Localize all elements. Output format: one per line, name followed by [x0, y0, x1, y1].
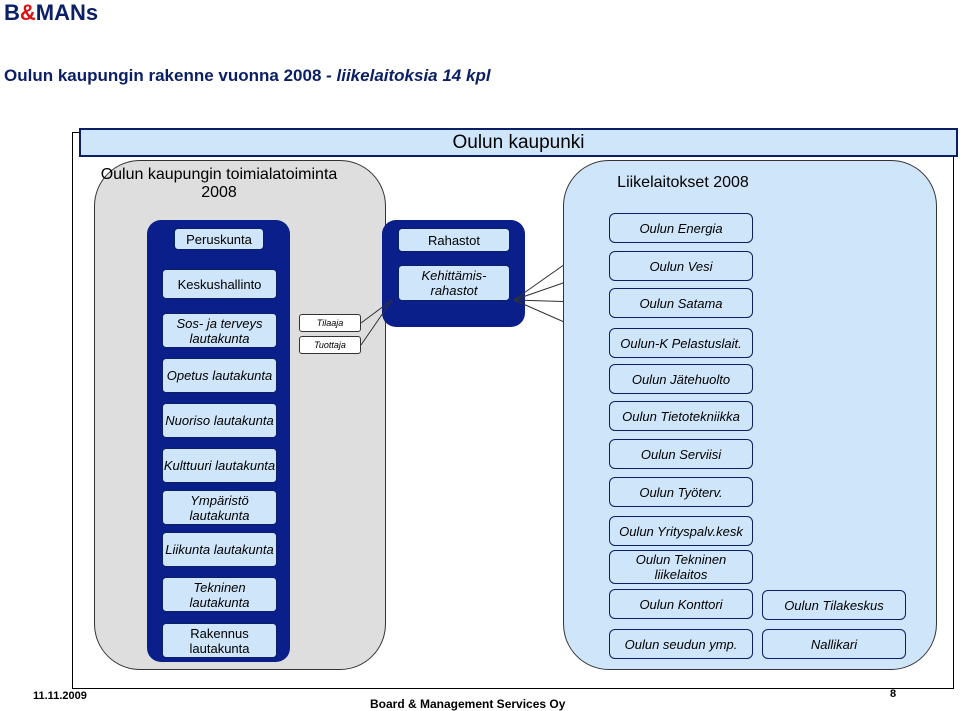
- ymparisto-box: Ympäristö lautakunta: [162, 490, 277, 525]
- oulun-kaupunki-header: Oulun kaupunki: [79, 128, 958, 157]
- page-number: 8: [890, 688, 897, 700]
- konttori-box: Oulun Konttori: [609, 589, 753, 619]
- seudun-ymparisto-box: Oulun seudun ymp.: [609, 629, 753, 659]
- oulun-satama-box: Oulun Satama: [609, 288, 753, 318]
- peruskunta-box: Peruskunta: [174, 228, 264, 250]
- liikelaitokset-title: Liikelaitokset 2008: [617, 174, 749, 191]
- kulttuuri-box: Kulttuuri lautakunta: [162, 448, 277, 483]
- toimiala-title: Oulun kaupungin toimialatoiminta 2008: [100, 166, 338, 201]
- page-title-emphasis: liikelaitoksia 14 kpl: [336, 66, 491, 85]
- footer-date: 11.11.2009: [33, 690, 87, 702]
- yrityspalvelu-box: Oulun Yrityspalv.kesk: [609, 516, 753, 546]
- tuottaja-box: Tuottaja: [299, 336, 361, 354]
- serviisi-box: Oulun Serviisi: [609, 439, 753, 469]
- page-title-main: Oulun kaupungin rakenne vuonna 2008: [4, 66, 322, 85]
- oulun-vesi-box: Oulun Vesi: [609, 251, 753, 281]
- nuoriso-box: Nuoriso lautakunta: [162, 403, 277, 438]
- pelastuslaitos-box: Oulun-K Pelastuslait.: [609, 328, 753, 358]
- tekninen-box: Tekninen lautakunta: [162, 577, 277, 612]
- liikunta-box: Liikunta lautakunta: [162, 532, 277, 567]
- nallikari-box: Nallikari: [762, 629, 906, 659]
- logo-b: B: [4, 0, 20, 25]
- sos-terveys-box: Sos- ja terveys lautakunta: [162, 313, 277, 348]
- rakennus-box: Rakennus lautakunta: [162, 623, 277, 658]
- oulun-energia-box: Oulun Energia: [609, 213, 753, 243]
- jatehuolto-box: Oulun Jätehuolto: [609, 364, 753, 394]
- keskushallinto-box: Keskushallinto: [162, 269, 277, 299]
- tyoterveys-box: Oulun Työterv.: [609, 477, 753, 507]
- tietotekniikka-box: Oulun Tietotekniikka: [609, 401, 753, 431]
- footer-org: Board & Management Services Oy: [370, 697, 566, 711]
- page-title: Oulun kaupungin rakenne vuonna 2008 - li…: [4, 66, 491, 86]
- kehittamisrahastot-box: Kehittämis-rahastot: [398, 265, 510, 301]
- logo-rest: MANs: [35, 0, 99, 25]
- tilakeskus-box: Oulun Tilakeskus: [762, 590, 906, 620]
- logo: B&MANs: [4, 0, 98, 26]
- page-title-sep: -: [321, 66, 337, 85]
- tilaaja-box: Tilaaja: [299, 314, 361, 332]
- opetus-box: Opetus lautakunta: [162, 358, 277, 393]
- rahastot-box: Rahastot: [398, 228, 510, 252]
- logo-amp: &: [19, 0, 36, 25]
- tekninen-liikelaitos-box: Oulun Tekninen liikelaitos: [609, 550, 753, 584]
